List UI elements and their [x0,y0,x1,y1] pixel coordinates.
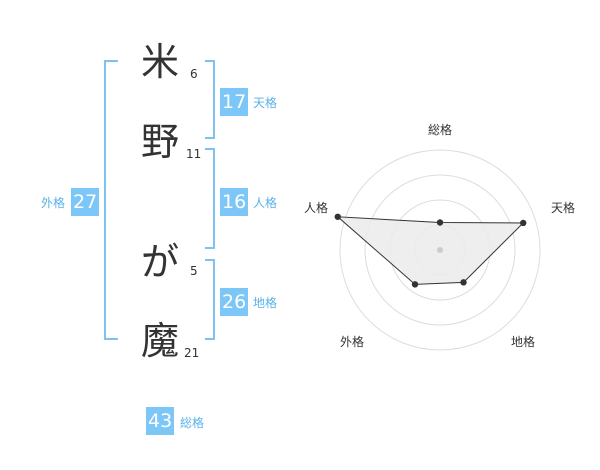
radar-point-5 [334,213,341,220]
radar-grid-ring [339,149,541,351]
jinkaku-label: 人格 [253,196,278,210]
radar-label-soukaku: 総格 [428,123,453,137]
radar-label-jinkaku: 人格 [304,201,329,215]
name-char-1: 米 [140,40,179,84]
radar-area [336,216,525,285]
radar-label-gaikaku: 外格 [340,335,365,349]
soukaku-value: 43 [146,407,175,435]
name-char-4: 魔 [140,319,179,363]
tenkaku-label: 天格 [253,96,278,110]
radar-label-chikaku: 地格 [511,335,536,349]
chikaku-bracket [205,259,215,340]
radar-label-tenkaku: 天格 [551,201,576,215]
name-char-2: 野 [140,120,179,164]
gaikaku-bracket [104,60,118,340]
jinkaku-value: 16 [220,188,249,216]
radar-center-dot [437,247,443,253]
radar-point-4 [411,281,419,288]
radar-point-3 [460,279,467,286]
radar-point-1 [436,219,444,226]
stroke-count-2: 11 [186,147,202,161]
stroke-count-1: 6 [190,67,198,81]
stroke-count-3: 5 [190,264,198,278]
radar-point-2 [520,219,527,227]
chikaku-label: 地格 [253,296,278,310]
soukaku-label: 総格 [180,416,205,430]
tenkaku-bracket [205,60,215,139]
gaikaku-value: 27 [71,188,100,216]
jinkaku-bracket [205,148,215,249]
radar-grid-ring [364,174,516,326]
chikaku-value: 26 [220,288,249,316]
gaikaku-label: 外格 [41,196,66,210]
name-char-3: が [140,240,179,284]
tenkaku-value: 17 [220,88,249,116]
stroke-count-4: 21 [184,346,200,360]
